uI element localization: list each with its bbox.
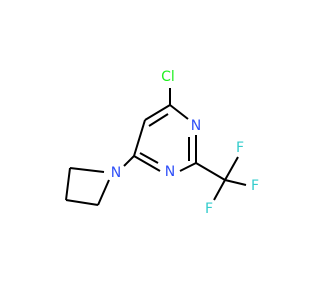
bond-c2-cf3: [195, 162, 226, 181]
atom-label-f-bottom: F: [205, 201, 213, 217]
atom-label-f-top: F: [236, 140, 244, 156]
bond-cf3-f-top: [224, 156, 239, 181]
atom-label-n-azetidine: N: [111, 165, 121, 181]
bond-c2-n1: [179, 162, 197, 172]
bond-n1-c6: [133, 155, 161, 172]
atom-label-f-right: F: [251, 178, 259, 194]
bond-azetidine-1: [97, 179, 110, 206]
bond-c5-c6: [133, 119, 146, 157]
bond-azetidine-3: [65, 167, 71, 201]
bond-c6-n-azetidine: [123, 155, 135, 167]
bond-azetidine-4: [69, 167, 105, 173]
molecule-drawing: Cl N N N F F F: [65, 69, 259, 217]
atom-label-n-ring-top: N: [191, 118, 201, 134]
structure-diagram: Cl N N N F F F: [65, 69, 259, 217]
bond-cf3-f-right: [224, 179, 247, 186]
bond-n1-c6-inner: [139, 152, 159, 164]
atom-label-cl: Cl: [161, 69, 175, 85]
bond-c4-c5-inner: [148, 113, 169, 127]
bond-cf3-f-bottom: [213, 179, 226, 201]
bond-azetidine-2: [65, 199, 99, 206]
bond-c4-n3: [169, 104, 189, 120]
bond-c4-c5: [144, 104, 171, 121]
atom-label-n-ring-bottom: N: [165, 164, 175, 180]
